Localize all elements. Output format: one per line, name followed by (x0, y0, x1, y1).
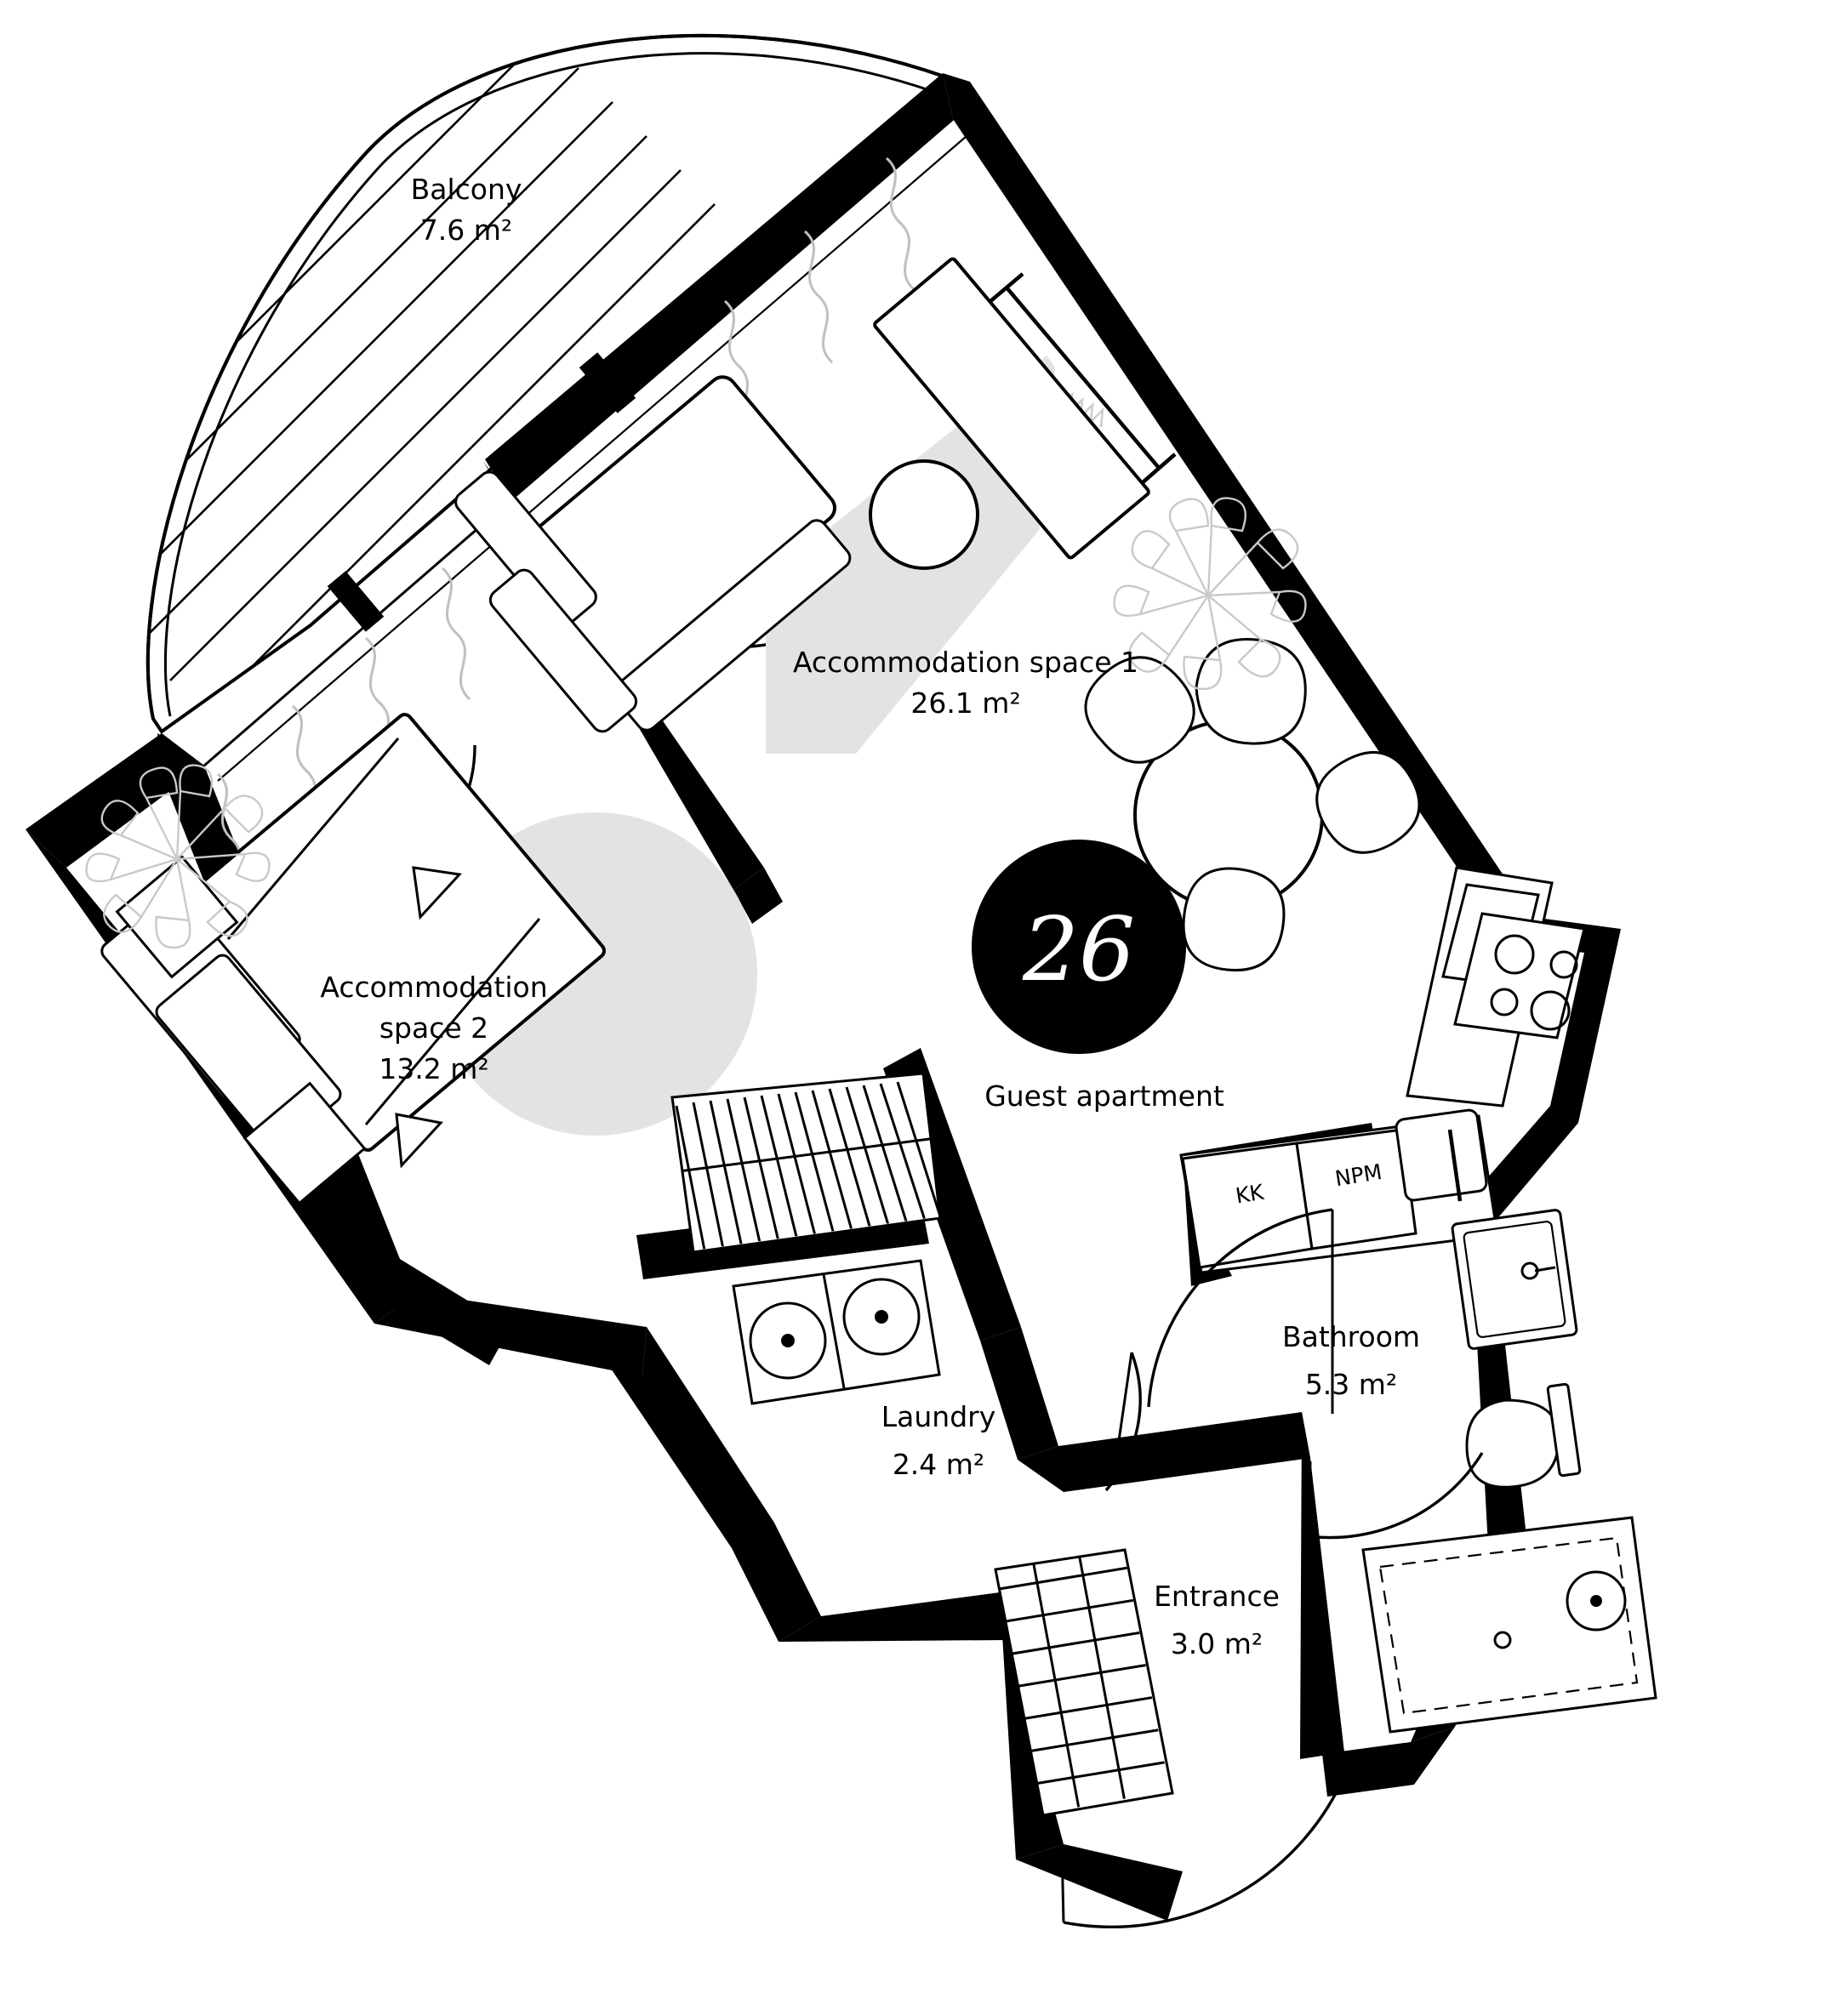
badge-circle (972, 840, 1186, 1054)
closet-hanging-rail-icon (994, 1548, 1174, 1817)
room-label-living-name: Accommodation space 1 (793, 646, 1138, 679)
potted-plant-icon (85, 764, 271, 949)
appliance-label-fridge: KK (1234, 1180, 1266, 1209)
room-label-bedroom-area: 13.2 m² (379, 1052, 488, 1085)
stove-four-burner-icon (1453, 912, 1586, 1039)
closet-hanging-rail-icon (670, 1072, 942, 1254)
unit-number-badge: 26 (972, 840, 1186, 1054)
coffee-table (869, 459, 979, 570)
sink-icon (1451, 1209, 1578, 1350)
room-label-living-area: 26.1 m² (910, 686, 1020, 720)
room-label-bedroom-name1: Accommodation (320, 971, 547, 1004)
room-label-balcony-area: 7.6 m² (420, 214, 512, 247)
room-label-bathroom-name: Bathroom (1282, 1320, 1420, 1353)
wardrobe-rail-icon (873, 257, 1177, 560)
unit-caption: Guest apartment (984, 1079, 1224, 1113)
bedroom-furnishings (85, 713, 757, 1205)
room-label-laundry-area: 2.4 m² (893, 1448, 984, 1481)
potted-plant-icon (1113, 497, 1307, 691)
round-dining-table-icon (1084, 637, 1421, 972)
bathtub-icon (1361, 1516, 1657, 1734)
badge-number: 26 (1022, 897, 1135, 1001)
living-room-furnishings (454, 257, 1421, 972)
toilet-icon (1465, 1382, 1582, 1489)
room-label-entrance-name: Entrance (1154, 1580, 1280, 1613)
entrance-fixtures (994, 1548, 1346, 1929)
room-label-bedroom-name2: space 2 (379, 1011, 488, 1045)
room-label-entrance-area: 3.0 m² (1171, 1627, 1263, 1660)
room-labels: Balcony 7.6 m² Accommodation space 1 26.… (320, 173, 1420, 1660)
room-label-laundry-name: Laundry (881, 1400, 995, 1433)
washing-machine-icon (732, 1259, 941, 1405)
room-label-balcony-name: Balcony (411, 173, 522, 206)
laundry-appliances (732, 1259, 1142, 1492)
balcony-railing-inner (164, 52, 935, 717)
sofa-icon (454, 375, 852, 733)
balcony-railing-outer (145, 33, 945, 720)
bathroom-fixtures (1147, 1208, 1657, 1734)
bed-icon (100, 713, 606, 1205)
room-label-bathroom-area: 5.3 m² (1305, 1368, 1397, 1401)
